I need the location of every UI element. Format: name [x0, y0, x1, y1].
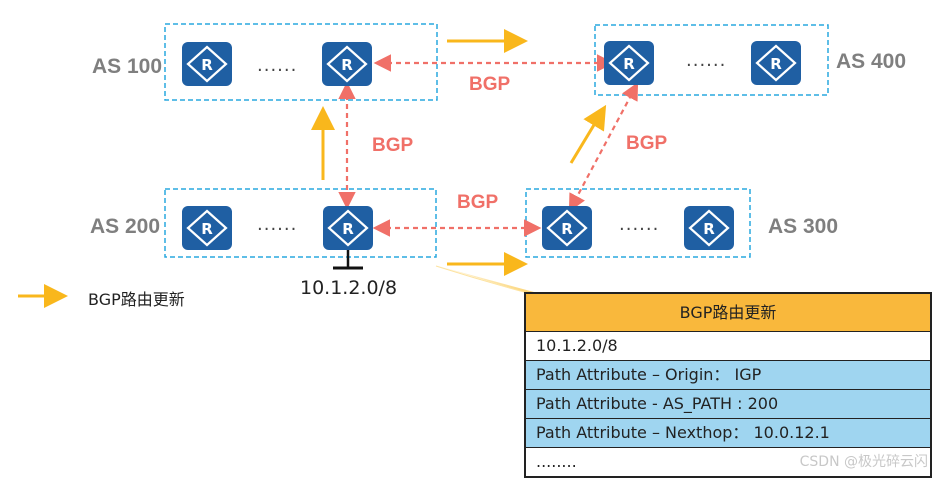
- router-icon: R: [603, 40, 655, 86]
- svg-text:R: R: [201, 220, 213, 238]
- update-table-row: Path Attribute – Origin： IGP: [526, 360, 930, 389]
- as300-more-routers: ......: [619, 214, 660, 235]
- update-table-row: Path Attribute - AS_PATH : 200: [526, 389, 930, 418]
- update-table-row: 10.1.2.0/8: [526, 331, 930, 360]
- as-label-100: AS 100: [92, 55, 163, 78]
- bgp-update-table: BGP路由更新 10.1.2.0/8 Path Attribute – Orig…: [524, 292, 932, 478]
- as-label-300: AS 300: [768, 215, 839, 238]
- callout-wedge: [438, 266, 534, 292]
- bgp-label-as200-as300: BGP: [457, 192, 499, 213]
- legend-label: BGP路由更新: [88, 290, 185, 309]
- svg-text:R: R: [341, 56, 353, 74]
- bgp-label-as100-as200: BGP: [372, 135, 414, 156]
- advertised-prefix: 10.1.2.0/8: [300, 277, 398, 299]
- as400-more-routers: ......: [686, 50, 727, 71]
- watermark: CSDN @极光碎云闪: [799, 454, 928, 470]
- svg-text:R: R: [770, 55, 782, 73]
- router-icon: R: [181, 205, 233, 251]
- svg-text:R: R: [561, 220, 573, 238]
- router-icon: R: [322, 205, 374, 251]
- bgp-label-as100-as400: BGP: [469, 74, 511, 95]
- svg-text:R: R: [342, 220, 354, 238]
- update-table-row: Path Attribute – Nexthop： 10.0.12.1: [526, 418, 930, 447]
- router-icon: R: [683, 205, 735, 251]
- router-icon: R: [181, 41, 233, 87]
- svg-text:R: R: [703, 220, 715, 238]
- router-icon: R: [750, 40, 802, 86]
- as-label-400: AS 400: [836, 50, 907, 73]
- update-arrow-icon: [569, 104, 607, 164]
- svg-text:R: R: [201, 56, 213, 74]
- as100-box: [164, 23, 438, 101]
- svg-text:R: R: [623, 55, 635, 73]
- update-table-title: BGP路由更新: [526, 294, 930, 331]
- bgp-label-as300-as400: BGP: [626, 133, 668, 154]
- router-icon: R: [541, 205, 593, 251]
- update-table-row: ........: [526, 447, 930, 476]
- as-label-200: AS 200: [90, 215, 161, 238]
- router-icon: R: [321, 41, 373, 87]
- as200-more-routers: ......: [257, 214, 298, 235]
- as100-more-routers: ......: [257, 55, 298, 76]
